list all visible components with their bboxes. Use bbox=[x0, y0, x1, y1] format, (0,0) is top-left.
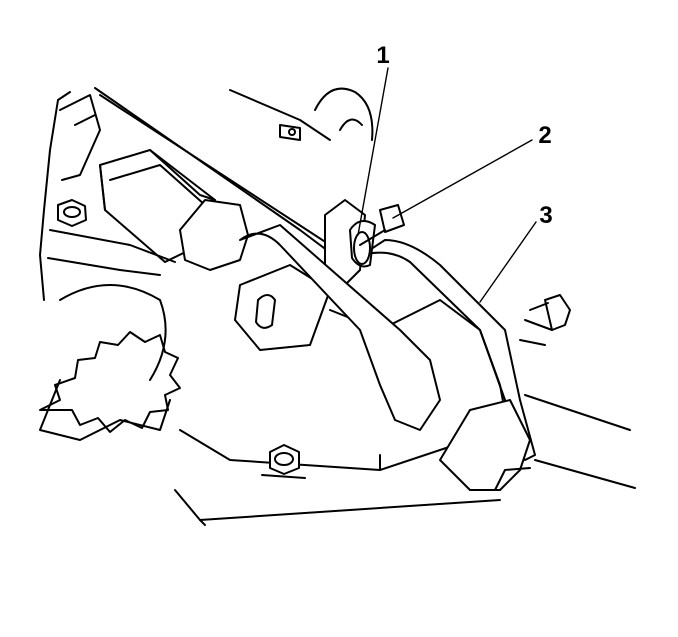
bolt-lower bbox=[261, 444, 306, 479]
callout-1: 1 bbox=[376, 42, 389, 69]
leader-line-2 bbox=[392, 139, 533, 219]
bolt-upper bbox=[47, 199, 176, 276]
callout-3: 3 bbox=[539, 202, 552, 229]
leader-line-1 bbox=[357, 67, 389, 236]
coolant-hose bbox=[239, 224, 571, 491]
sensor-connector bbox=[59, 94, 249, 271]
mounting-bracket bbox=[234, 264, 331, 351]
pulley-wheel bbox=[39, 284, 181, 433]
leader-lines bbox=[357, 67, 537, 303]
callout-labels: 1 2 3 bbox=[376, 42, 552, 229]
leader-line-3 bbox=[479, 221, 537, 303]
hose-clamp bbox=[349, 204, 405, 268]
callout-2: 2 bbox=[538, 122, 551, 149]
